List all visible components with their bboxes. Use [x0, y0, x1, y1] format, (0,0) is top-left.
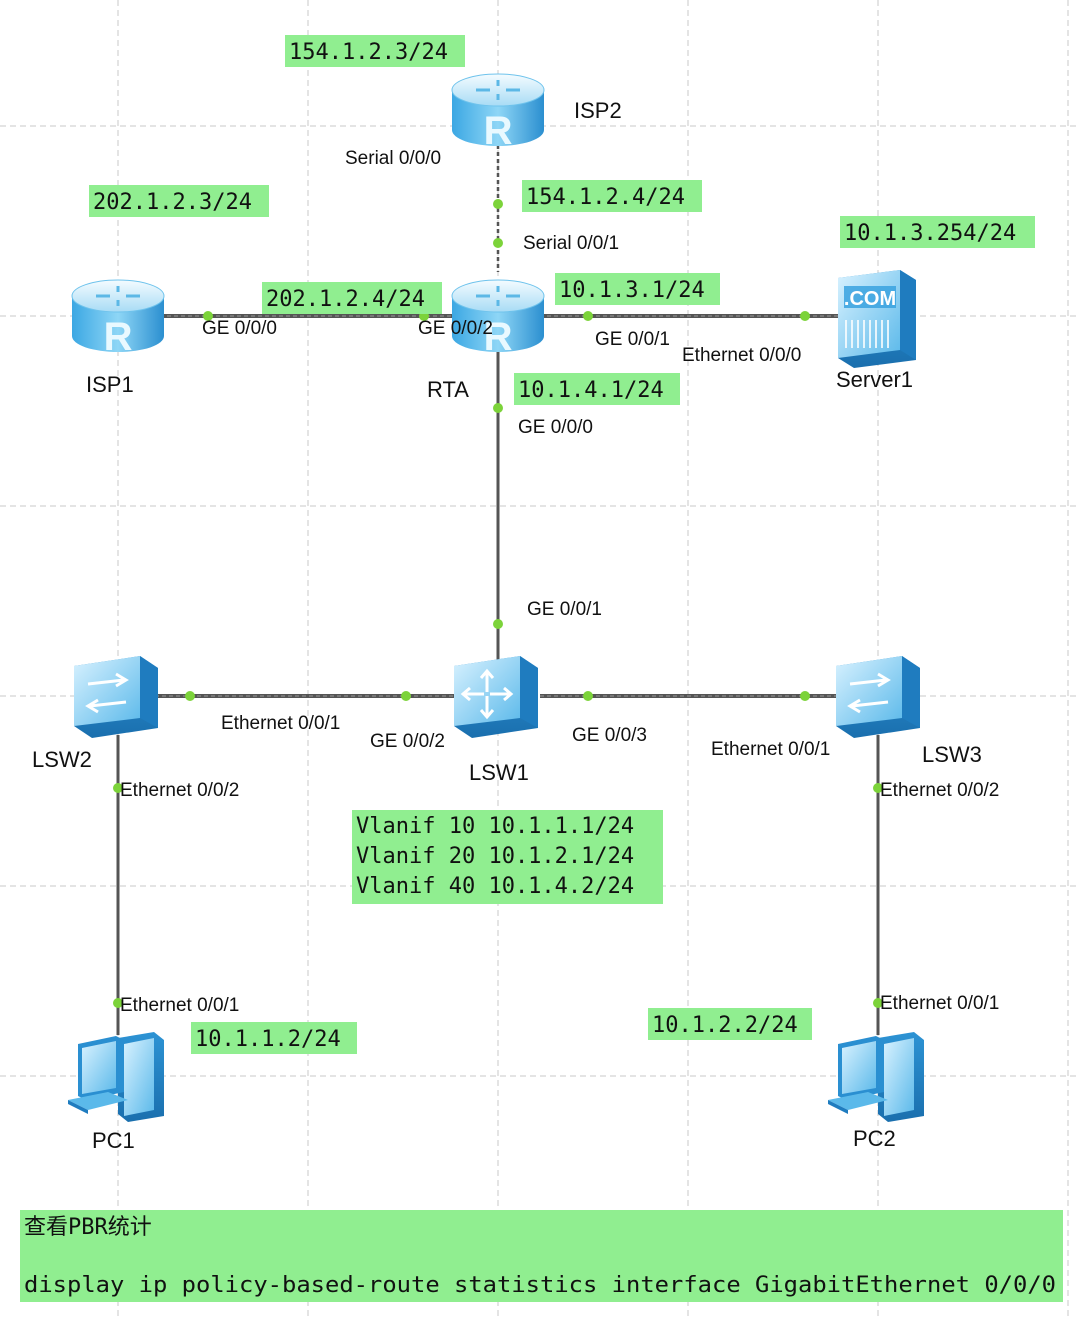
ip-box-pc2: 10.1.2.2/24	[648, 1008, 812, 1040]
router-isp2[interactable]: R	[451, 73, 545, 153]
device-labels: ISP2 ISP1 RTA Server1 LSW2 LSW1 LSW3 PC1…	[32, 98, 982, 1153]
pc-pc2[interactable]	[828, 1032, 924, 1122]
port-label: Serial 0/0/1	[523, 233, 619, 254]
port-label: GE 0/0/0	[518, 417, 593, 438]
port-labels: Serial 0/0/0 Serial 0/0/1 GE 0/0/0 GE 0/…	[120, 148, 999, 1016]
port-label: Ethernet 0/0/0	[682, 345, 801, 366]
svg-text:R: R	[484, 315, 513, 359]
port-label: GE 0/0/2	[370, 731, 445, 752]
router-isp1[interactable]: R	[71, 279, 165, 359]
port-label: GE 0/0/1	[527, 599, 602, 620]
port-label: Ethernet 0/0/1	[120, 995, 239, 1016]
ip-box-server1: 10.1.3.254/24	[840, 216, 1035, 248]
server-server1[interactable]: .COM	[838, 270, 916, 368]
svg-text:R: R	[484, 109, 513, 153]
router-icon: R	[451, 279, 545, 359]
svg-text:154.1.2.3/24: 154.1.2.3/24	[289, 40, 448, 65]
ip-box-pc1: 10.1.1.2/24	[191, 1022, 357, 1054]
switch-icon	[836, 656, 920, 738]
ip-box-isp1: 202.1.2.3/24	[89, 185, 269, 217]
pc-icon	[828, 1032, 924, 1122]
port-label: Ethernet 0/0/1	[880, 993, 999, 1014]
lsw3-label: LSW3	[922, 742, 982, 767]
note-command: display ip policy-based-route statistics…	[24, 1273, 1056, 1298]
router-icon: R	[71, 279, 165, 359]
port-label: GE 0/0/0	[202, 318, 277, 339]
port-label: Ethernet 0/0/1	[711, 739, 830, 760]
svg-text:Vlanif 20 10.1.2.1/24: Vlanif 20 10.1.2.1/24	[356, 844, 634, 869]
ip-box-rta-serial: 154.1.2.4/24	[522, 180, 702, 212]
ip-labels: 154.1.2.3/24 202.1.2.3/24 154.1.2.4/24 1…	[89, 35, 1035, 1054]
ip-box-rta-g000: 10.1.4.1/24	[514, 373, 680, 405]
pbr-note: 查看PBR统计 display ip policy-based-route st…	[20, 1210, 1063, 1302]
l3-switch-icon	[454, 656, 538, 738]
svg-text:202.1.2.3/24: 202.1.2.3/24	[93, 190, 252, 215]
port-label: Serial 0/0/0	[345, 148, 441, 169]
pc2-label: PC2	[853, 1126, 896, 1151]
port-label: GE 0/0/2	[418, 318, 493, 339]
isp1-label: ISP1	[86, 372, 134, 397]
ip-box-isp2: 154.1.2.3/24	[285, 35, 465, 67]
note-title: 查看PBR统计	[24, 1215, 152, 1240]
svg-text:10.1.3.254/24: 10.1.3.254/24	[844, 221, 1016, 246]
switch-lsw1[interactable]	[454, 656, 538, 738]
server-badge: .COM	[844, 288, 896, 310]
switch-lsw2[interactable]	[74, 656, 158, 738]
port-label: Ethernet 0/0/1	[221, 713, 340, 734]
router-icon: R	[451, 73, 545, 153]
svg-text:Vlanif 40 10.1.4.2/24: Vlanif 40 10.1.4.2/24	[356, 874, 634, 899]
router-rta[interactable]: R	[451, 279, 545, 359]
svg-text:R: R	[104, 315, 133, 359]
svg-text:202.1.2.4/24: 202.1.2.4/24	[266, 287, 425, 312]
switch-lsw3[interactable]	[836, 656, 920, 738]
port-label: Ethernet 0/0/2	[120, 780, 239, 801]
server-icon: .COM	[838, 270, 916, 368]
port-label: GE 0/0/1	[595, 329, 670, 350]
pc-pc1[interactable]	[68, 1032, 164, 1122]
svg-text:154.1.2.4/24: 154.1.2.4/24	[526, 185, 685, 210]
lsw2-label: LSW2	[32, 747, 92, 772]
ip-box-rta-g002: 202.1.2.4/24	[262, 282, 442, 314]
svg-text:10.1.2.2/24: 10.1.2.2/24	[652, 1013, 798, 1038]
pc-icon	[68, 1032, 164, 1122]
server1-label: Server1	[836, 367, 913, 392]
isp2-label: ISP2	[574, 98, 622, 123]
ip-box-rta-g001: 10.1.3.1/24	[555, 273, 720, 305]
port-label: Ethernet 0/0/2	[880, 780, 999, 801]
pc1-label: PC1	[92, 1128, 135, 1153]
svg-text:10.1.3.1/24: 10.1.3.1/24	[559, 278, 705, 303]
switch-icon	[74, 656, 158, 738]
svg-text:10.1.1.2/24: 10.1.1.2/24	[195, 1027, 341, 1052]
port-label: GE 0/0/3	[572, 725, 647, 746]
ip-box-vlanif: Vlanif 10 10.1.1.1/24 Vlanif 20 10.1.2.1…	[352, 810, 663, 904]
svg-text:10.1.4.1/24: 10.1.4.1/24	[518, 378, 664, 403]
rta-label: RTA	[427, 377, 469, 402]
svg-text:Vlanif 10 10.1.1.1/24: Vlanif 10 10.1.1.1/24	[356, 814, 634, 839]
lsw1-label: LSW1	[469, 760, 529, 785]
port-dots	[113, 199, 883, 1008]
